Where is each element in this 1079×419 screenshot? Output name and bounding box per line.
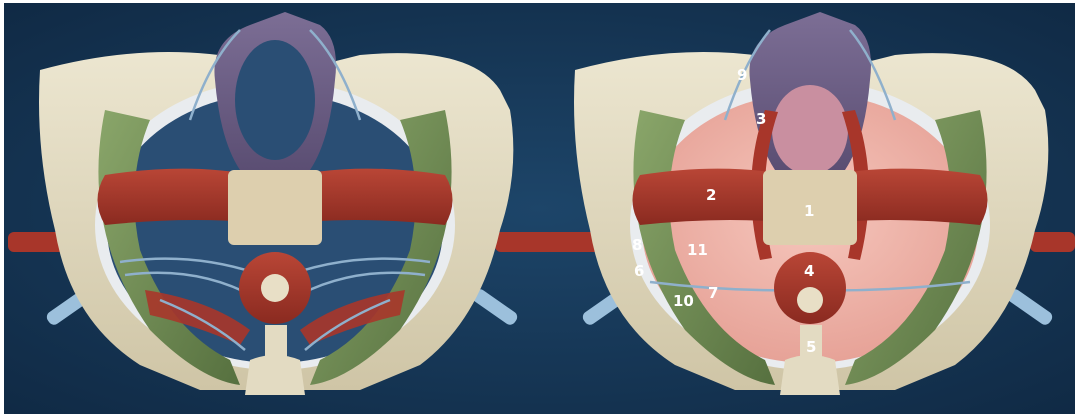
label-9: 9	[737, 66, 747, 84]
anal-canal	[797, 287, 823, 313]
coccyx	[780, 355, 840, 395]
coccyx	[245, 355, 305, 395]
label-7: 7	[708, 284, 718, 302]
label-3: 3	[756, 110, 766, 128]
label-5: 5	[806, 338, 816, 356]
perineal-body	[228, 170, 322, 245]
label-11: 11	[687, 241, 708, 259]
label-8: 8	[632, 236, 642, 254]
pubic-arch-opening	[235, 40, 315, 160]
bladder	[772, 85, 848, 175]
label-2: 2	[706, 186, 716, 204]
label-10: 10	[673, 292, 694, 310]
label-1: 1	[804, 202, 814, 220]
label-4: 4	[804, 262, 814, 280]
anal-canal	[261, 274, 289, 302]
label-6: 6	[634, 262, 644, 280]
right-vessel	[1030, 232, 1075, 252]
